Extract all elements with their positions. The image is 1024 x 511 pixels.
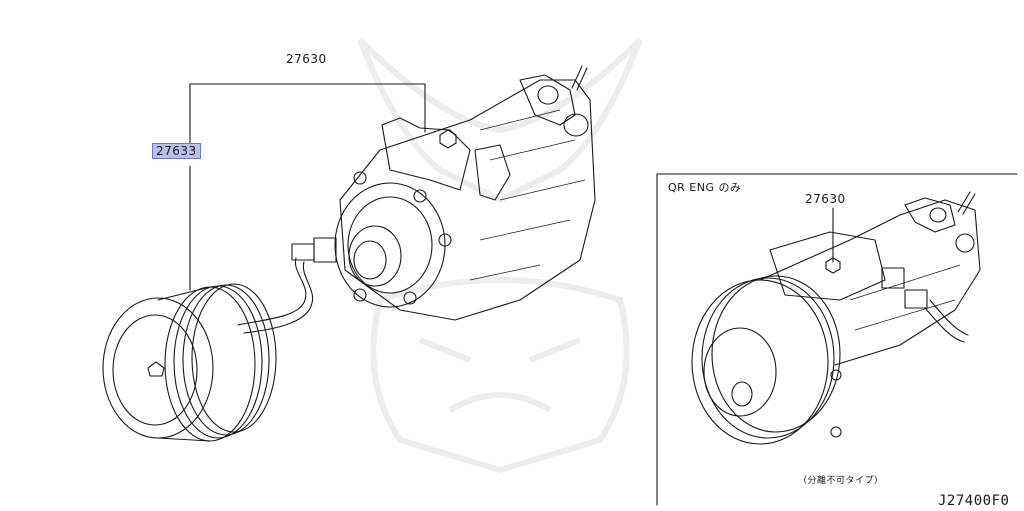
main-compressor [334, 65, 596, 321]
inset-frame [656, 173, 1018, 506]
callout-27630-inset: 27630 [805, 192, 846, 206]
inset-title: QR ENG のみ [668, 181, 742, 194]
callout-27633-clutch[interactable]: 27633 [152, 143, 201, 159]
leader-lines [189, 83, 834, 291]
callout-27630-main: 27630 [286, 52, 327, 66]
figure-code: J27400F0 [938, 493, 1010, 509]
clutch-pulley [102, 283, 277, 442]
inset-compressor [691, 191, 981, 445]
clutch-wire-harness [237, 237, 337, 334]
inset-note: （分離不可タイプ） [798, 476, 884, 486]
watermark-emblem [357, 37, 643, 474]
